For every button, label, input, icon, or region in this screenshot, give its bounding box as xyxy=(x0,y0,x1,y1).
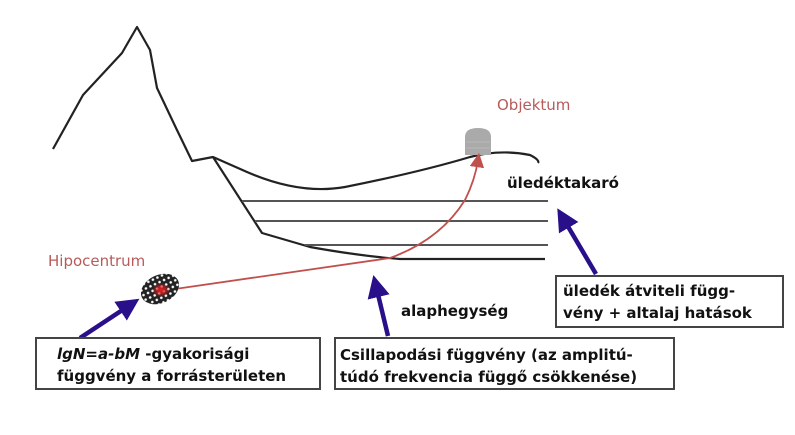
frequency-line2: függvény a forrásterületen xyxy=(57,367,287,385)
mountain-outline xyxy=(52,25,540,191)
seismic-ray xyxy=(174,152,485,290)
gutenberg-richter-formula: lgN=a-bM xyxy=(57,345,141,363)
attenuation-line1: Csillapodási függvény (az amplitú- xyxy=(340,346,633,364)
hipocentrum-label: Hipocentrum xyxy=(48,252,146,270)
bedrock-label: alaphegység xyxy=(401,302,509,320)
hypocenter-icon xyxy=(140,273,180,305)
attenuation-line2: túdó frekvencia függő csökkenése) xyxy=(340,368,638,386)
attenuation-function-box: Csillapodási függvény (az amplitú- túdó … xyxy=(334,337,675,390)
arrow-to-bedrock xyxy=(367,275,391,337)
sediment-line2: vény + altalaj hatások xyxy=(563,304,752,322)
bedrock-boundary xyxy=(212,156,545,261)
objektum-label: Objektum xyxy=(497,96,571,114)
sediment-line1: üledék átviteli függ- xyxy=(563,282,736,300)
frequency-line1: -gyakorisági xyxy=(140,345,250,363)
arrow-to-sediment xyxy=(557,208,598,276)
arrow-to-hypocenter xyxy=(78,298,140,340)
frequency-function-box: lgN=a-bM -gyakorisági függvény a forrást… xyxy=(35,337,321,390)
sediment-transfer-box: üledék átviteli függ- vény + altalaj hat… xyxy=(555,275,784,328)
sediment-cover-label: üledéktakaró xyxy=(507,174,619,192)
